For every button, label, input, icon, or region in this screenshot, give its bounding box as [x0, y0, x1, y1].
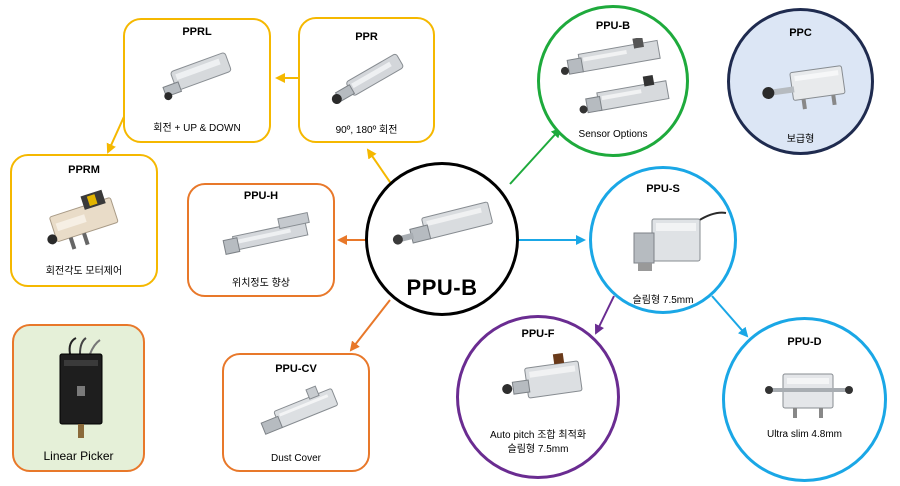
- node-caption-line1: Auto pitch 조합 최적화: [489, 430, 587, 441]
- node-title: PPU-H: [243, 190, 279, 202]
- pprl-product-image: [162, 52, 232, 101]
- node-ppub-sensor[interactable]: PPU-B Sensor Options: [537, 5, 689, 157]
- node-title: PPU-B: [595, 20, 631, 32]
- ppub-sensor-product-image: [560, 38, 670, 114]
- node-title: PPRL: [182, 26, 212, 38]
- node-caption: 회전 + UP & DOWN: [153, 123, 241, 134]
- arrow-ppus-to-ppud: [711, 295, 749, 338]
- node-caption-line2: 슬림형 7.5mm: [507, 444, 569, 455]
- node-ppus[interactable]: PPU-S 슬림형 7.5mm: [589, 166, 737, 314]
- ppub-center-product-image: [392, 201, 493, 245]
- node-ppuh[interactable]: PPU-H 위치정도 향상: [187, 183, 335, 297]
- node-caption: 90º, 180º 회전: [335, 125, 398, 136]
- node-title: PPU-CV: [275, 363, 317, 375]
- node-title: PPU-F: [521, 328, 555, 340]
- node-title: PPU-S: [646, 183, 680, 195]
- node-caption: Dust Cover: [270, 453, 321, 464]
- node-ppr[interactable]: PPR 90º, 180º 회전: [298, 17, 435, 143]
- ppr-product-image: [331, 53, 404, 104]
- node-ppud[interactable]: PPU-D Ultra slim 4.8mm: [722, 317, 887, 482]
- node-title: PPU-D: [787, 336, 822, 348]
- node-caption: 위치정도 향상: [232, 278, 290, 289]
- node-caption: 보급형: [786, 134, 815, 145]
- node-ppuf[interactable]: PPU-F Auto pitch 조합 최적화 슬림형 7.5mm: [456, 315, 620, 479]
- ppuf-product-image: [502, 352, 583, 399]
- node-title: PPR: [355, 31, 378, 43]
- arrow-center-to-ppub-sensor: [509, 127, 562, 185]
- node-ppucv[interactable]: PPU-CV Dust Cover: [222, 353, 370, 472]
- center-title: PPU-B: [406, 275, 478, 300]
- node-caption: Linear Picker: [43, 449, 114, 463]
- ppud-product-image: [765, 373, 853, 418]
- node-pprm[interactable]: PPRM 회전각도 모터제어: [10, 154, 158, 287]
- ppc-product-image: [762, 65, 846, 110]
- linear-picker-product-image: [59, 337, 103, 438]
- node-title: PPC: [789, 27, 812, 39]
- node-caption: 회전각도 모터제어: [45, 266, 123, 277]
- arrow-center-to-ppr: [366, 148, 393, 186]
- node-ppc[interactable]: PPC 보급형: [727, 8, 874, 155]
- node-caption: Ultra slim 4.8mm: [766, 429, 842, 440]
- node-title: PPRM: [68, 164, 100, 176]
- ppuh-product-image: [222, 211, 310, 255]
- node-caption: Sensor Options: [578, 129, 648, 140]
- arrow-ppus-to-ppuf: [595, 295, 615, 335]
- ppucv-product-image: [260, 385, 338, 435]
- node-pprl[interactable]: PPRL 회전 + UP & DOWN: [123, 18, 271, 143]
- node-caption: 슬림형 7.5mm: [632, 295, 694, 306]
- ppus-product-image: [633, 211, 727, 271]
- node-linear-picker[interactable]: Linear Picker: [12, 324, 145, 472]
- arrow-center-to-ppucv: [349, 299, 391, 352]
- pprm-product-image: [47, 189, 119, 250]
- node-center-ppub[interactable]: PPU-B: [365, 162, 519, 316]
